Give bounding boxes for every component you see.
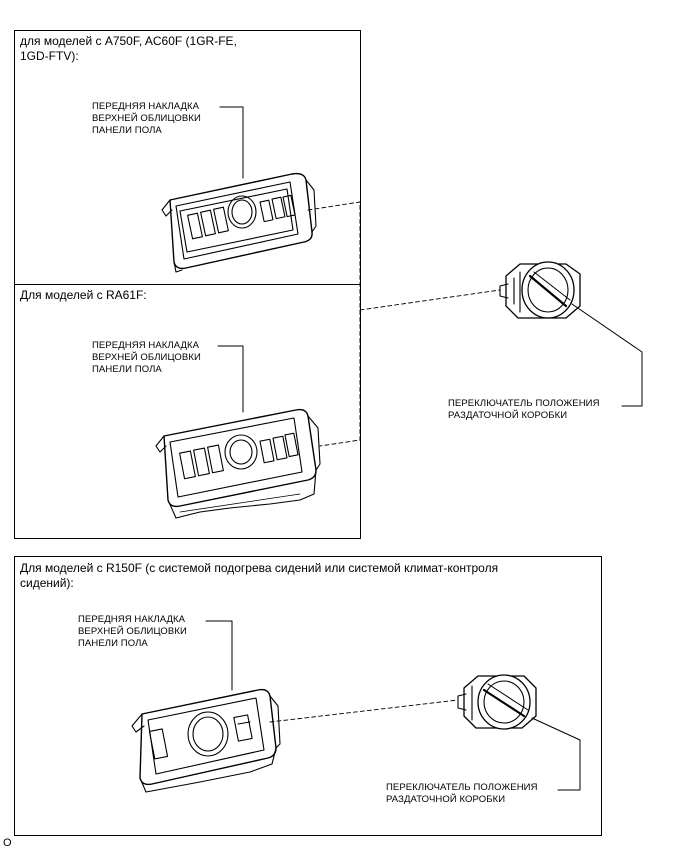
panel-c-part-label: ПЕРЕДНЯЯ НАКЛАДКА ВЕРХНЕЙ ОБЛИЦОВКИ ПАНЕ… [78,614,187,649]
figure-code: O [3,837,12,849]
switch-top-label: ПЕРЕКЛЮЧАТЕЛЬ ПОЛОЖЕНИЯ РАЗДАТОЧНОЙ КОРО… [448,398,600,421]
switch-bottom-drawing [457,674,581,791]
panel-c-caption: Для моделей с R150F (с системой подогрев… [20,561,499,590]
panel-b-frame [14,284,361,539]
dashed-connector-top [307,201,501,447]
panel-b-caption: Для моделей с RA61F: [20,288,147,302]
panel-c-frame [14,556,602,836]
panel-b-console-bezel [155,345,321,519]
panel-a-part-label: ПЕРЕДНЯЯ НАКЛАДКА ВЕРХНЕЙ ОБЛИЦОВКИ ПАНЕ… [92,101,201,136]
panel-a-console-bezel [161,106,317,273]
panel-b-part-label: ПЕРЕДНЯЯ НАКЛАДКА ВЕРХНЕЙ ОБЛИЦОВКИ ПАНЕ… [92,340,201,375]
panel-c-console-bezel [131,620,281,793]
switch-top-drawing [499,261,643,407]
panel-a-caption: для моделей с A750F, AC60F (1GR-FE, 1GD-… [20,34,237,63]
panel-c-switch-label: ПЕРЕКЛЮЧАТЕЛЬ ПОЛОЖЕНИЯ РАЗДАТОЧНОЙ КОРО… [386,782,538,805]
dashed-connector-bottom [269,699,459,723]
